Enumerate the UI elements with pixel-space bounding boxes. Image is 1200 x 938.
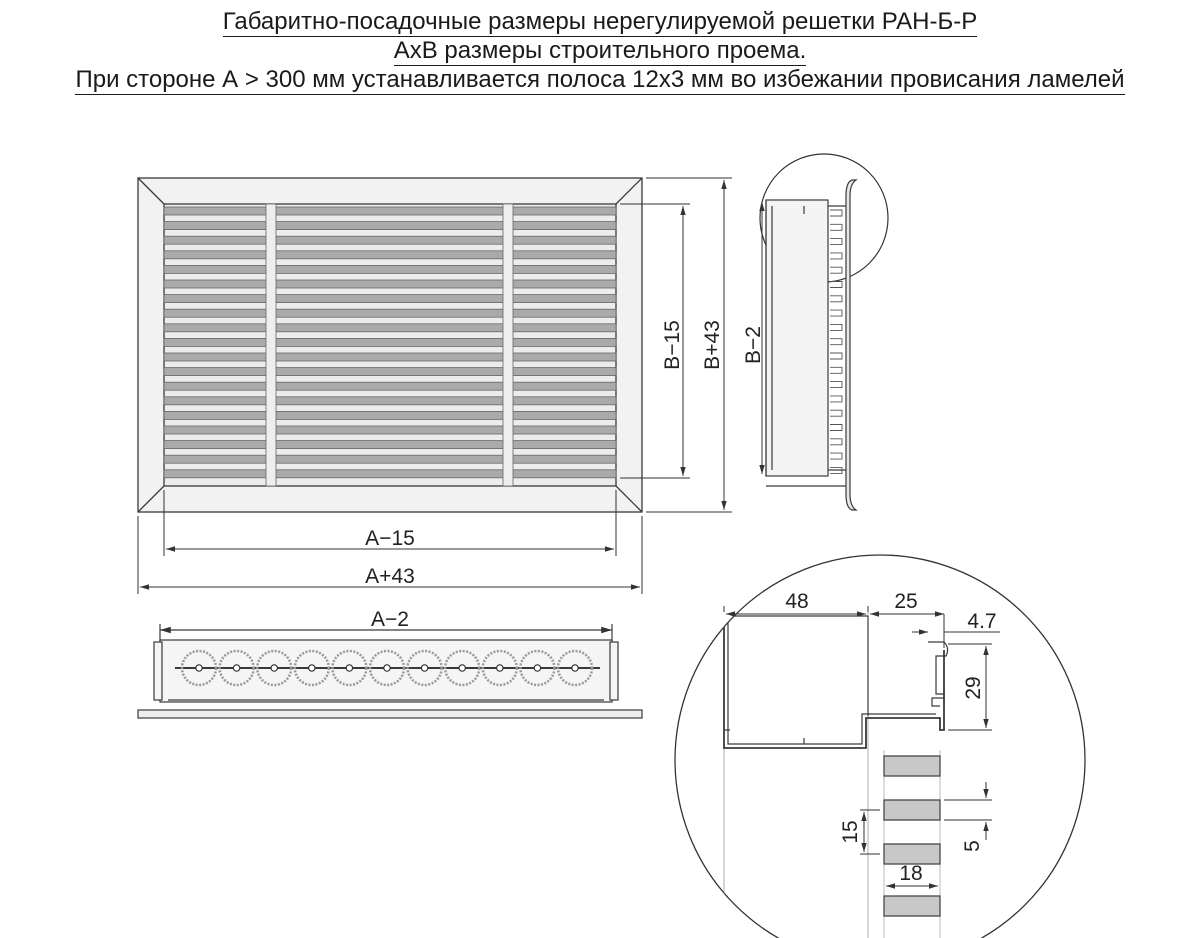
front-view xyxy=(137,177,643,513)
gear xyxy=(519,649,556,687)
side-slat xyxy=(830,395,843,403)
gear xyxy=(368,649,406,687)
gear xyxy=(180,649,218,687)
gear-hub xyxy=(307,664,316,672)
gear-hub xyxy=(420,664,429,672)
support-bar-left xyxy=(265,203,277,487)
gear xyxy=(406,649,443,687)
gear xyxy=(331,649,368,687)
title-line-3: При стороне А > 300 мм устанавливается п… xyxy=(75,66,1125,95)
slat xyxy=(163,454,617,464)
gear-hub xyxy=(195,664,203,672)
dim-4-7: 4.7 xyxy=(967,610,996,633)
title-line-2: AxB размеры строительного проема. xyxy=(393,37,807,66)
gear-hub xyxy=(232,664,241,672)
gear-hub xyxy=(533,664,542,672)
slat xyxy=(163,425,617,435)
slat xyxy=(163,206,617,216)
support-bar-right xyxy=(502,203,514,487)
slat xyxy=(163,469,617,479)
dim-5: 5 xyxy=(961,840,984,852)
side-slat xyxy=(830,223,843,231)
slat xyxy=(163,337,617,347)
side-slat xyxy=(830,281,843,288)
gear xyxy=(481,649,519,687)
title-line-1: Габаритно-посадочные размеры нерегулируе… xyxy=(222,8,978,37)
slat xyxy=(163,308,617,318)
side-slat xyxy=(830,366,843,374)
slat xyxy=(163,440,617,450)
side-slat xyxy=(830,238,843,246)
slat xyxy=(163,396,617,406)
side-slat xyxy=(830,381,843,389)
slat xyxy=(163,352,617,362)
side-slat xyxy=(830,424,843,431)
side-slat xyxy=(830,252,843,260)
dim-b-minus-15: B−15 xyxy=(661,320,684,370)
gear-hub xyxy=(270,664,279,672)
bottom-view xyxy=(137,624,643,719)
side-slat xyxy=(830,295,843,303)
dim-48: 48 xyxy=(785,590,808,613)
dim-15: 15 xyxy=(839,820,862,843)
slat xyxy=(163,367,617,377)
gear xyxy=(218,649,255,687)
slat xyxy=(163,264,617,274)
dim-b-plus-43: B+43 xyxy=(701,320,724,370)
detail-view xyxy=(723,612,949,938)
gear xyxy=(255,649,293,687)
gear xyxy=(443,649,481,687)
slat xyxy=(163,235,617,245)
slat xyxy=(163,381,617,391)
side-slat xyxy=(830,352,843,360)
side-slat xyxy=(830,452,843,460)
side-slat xyxy=(830,266,843,274)
gear xyxy=(556,649,594,687)
slat xyxy=(163,410,617,420)
gear-row xyxy=(180,649,594,687)
dim-29: 29 xyxy=(962,676,985,699)
dim-a-plus-43: A+43 xyxy=(365,565,415,588)
dim-25: 25 xyxy=(894,590,917,613)
slat xyxy=(163,221,617,231)
side-slat xyxy=(830,438,843,446)
front-dimensions xyxy=(137,177,732,594)
slat xyxy=(163,294,617,304)
gear-hub xyxy=(383,664,391,672)
dim-b-minus-2: B−2 xyxy=(742,326,765,364)
side-slat xyxy=(830,466,843,474)
gear-hub xyxy=(571,664,579,672)
side-slat xyxy=(830,209,843,217)
side-slat xyxy=(830,309,843,317)
slat xyxy=(163,279,617,289)
dim-18: 18 xyxy=(899,862,922,885)
side-slat xyxy=(830,323,843,331)
gear xyxy=(293,649,331,687)
slat xyxy=(163,250,617,260)
gear-hub xyxy=(495,664,504,672)
dim-a-minus-2: A−2 xyxy=(371,608,409,631)
gear-hub xyxy=(345,664,354,672)
slat-group xyxy=(163,206,617,479)
detail-dimensions xyxy=(723,606,1000,889)
side-slat xyxy=(830,338,843,346)
detail-circle xyxy=(674,554,1086,938)
side-view xyxy=(759,153,889,511)
slat xyxy=(163,323,617,333)
gear-hub xyxy=(458,664,467,672)
dim-a-minus-15: A−15 xyxy=(365,527,415,550)
side-slat xyxy=(830,409,843,417)
